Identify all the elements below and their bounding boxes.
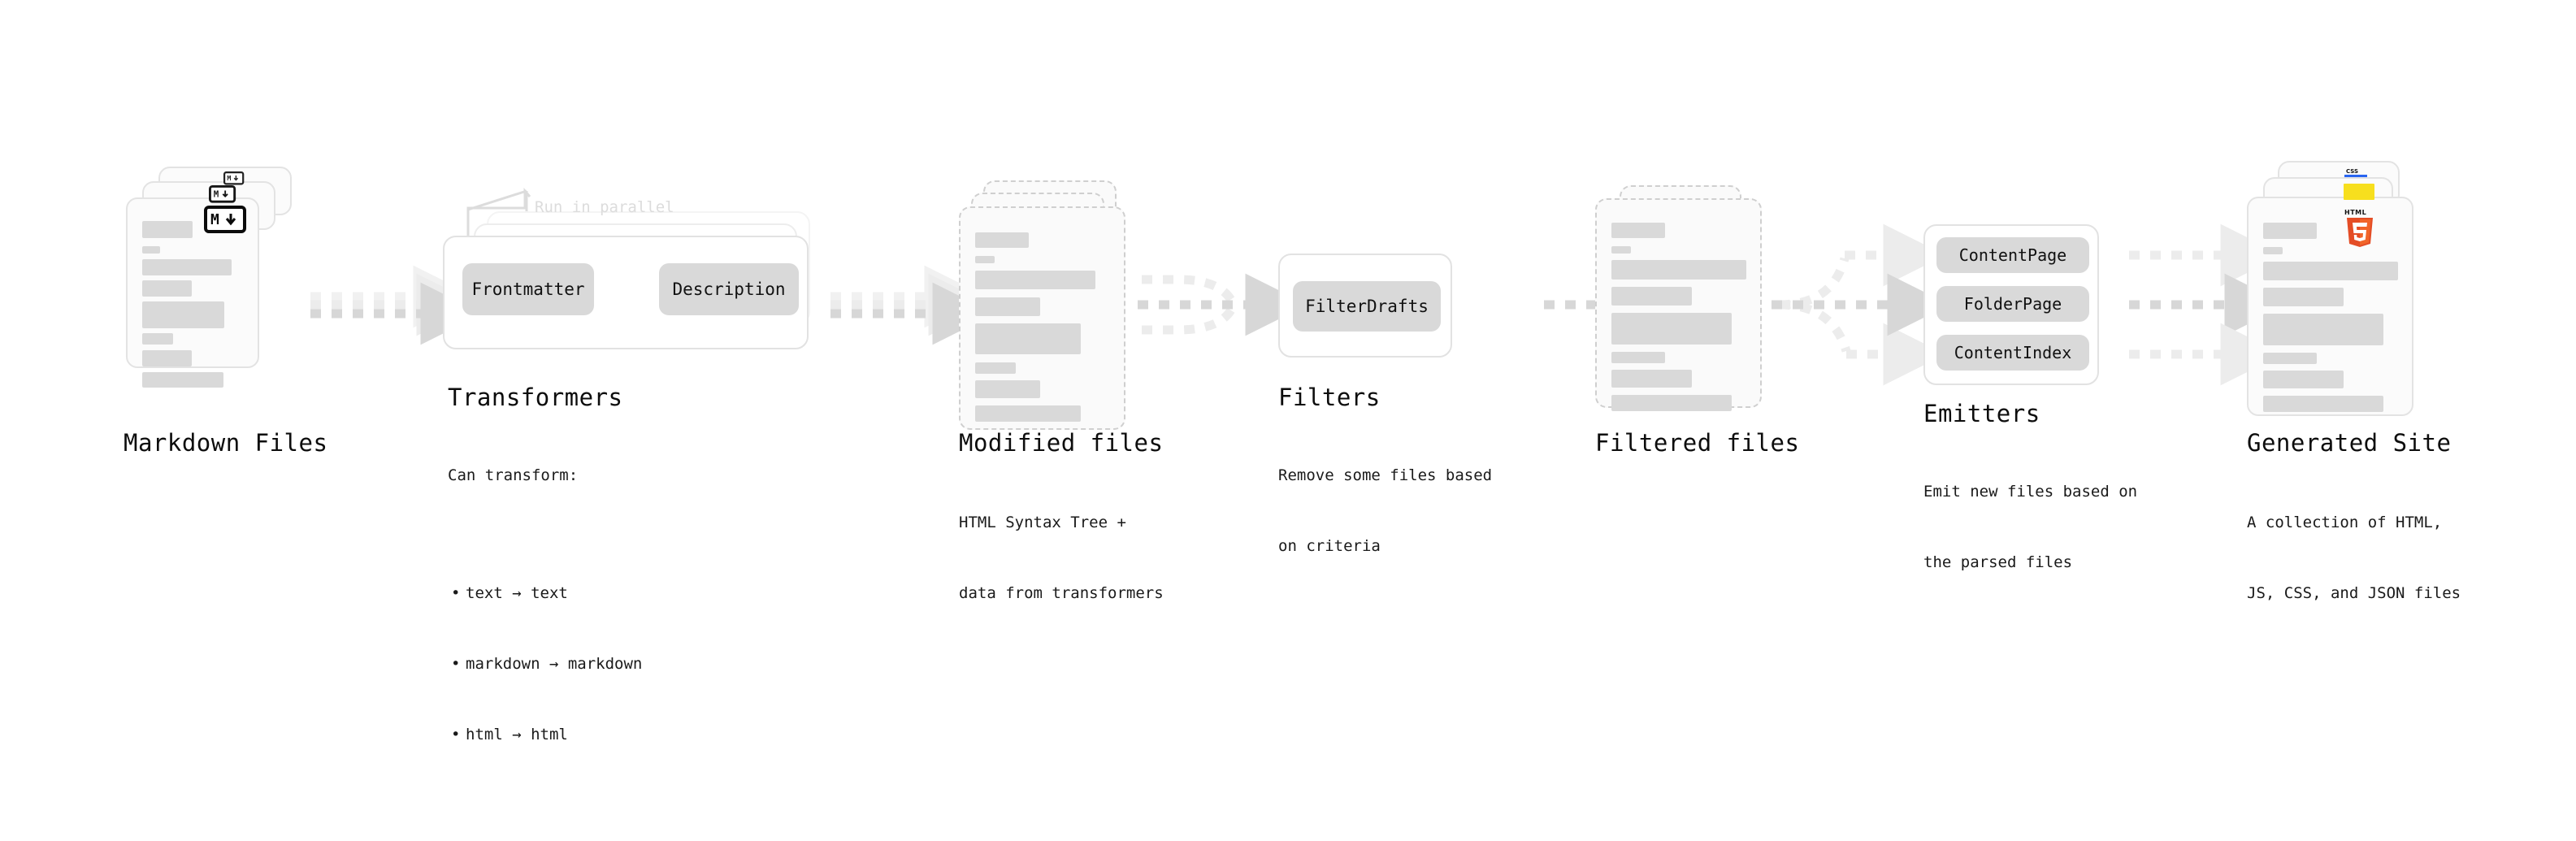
emitters-desc-line-1: the parsed files xyxy=(1923,553,2073,571)
markdown-badge-back-2: M xyxy=(223,171,245,185)
stage-title-markdown-files: Markdown Files xyxy=(124,429,328,457)
stage-title-filters: Filters xyxy=(1278,384,1381,411)
transformers-bullet-2: html → html xyxy=(451,723,642,747)
modified-card-front xyxy=(959,206,1125,430)
stage-title-generated-site: Generated Site xyxy=(2247,429,2452,457)
site-card-front xyxy=(2247,197,2413,416)
pill-description[interactable]: Description xyxy=(659,263,799,315)
js-badge xyxy=(2344,184,2374,200)
site-desc-line-1: JS, CSS, and JSON files xyxy=(2247,584,2461,602)
stage-title-modified-files: Modified files xyxy=(959,429,1164,457)
markdown-badge: M xyxy=(204,206,246,233)
generated-site-description: A collection of HTML, JS, CSS, and JSON … xyxy=(2247,464,2461,652)
run-in-parallel-label: Run in parallel xyxy=(535,198,674,216)
filters-desc-line-1: on criteria xyxy=(1278,537,1381,555)
pipeline-diagram: M M M Markdown Files Frontmatter Descrip… xyxy=(0,0,2576,681)
svg-text:M: M xyxy=(227,174,231,182)
arrow-filtered-to-emitters xyxy=(1772,223,1950,386)
modified-files-description: HTML Syntax Tree + data from transformer… xyxy=(959,464,1164,652)
emitters-box: ContentPage FolderPage ContentIndex xyxy=(1923,224,2099,385)
svg-text:HTML: HTML xyxy=(2344,209,2366,216)
transformers-bullet-1: markdown → markdown xyxy=(451,652,642,676)
filters-box: FilterDrafts xyxy=(1278,254,1452,358)
filters-desc-line-0: Remove some files based xyxy=(1278,466,1493,484)
pill-content-index[interactable]: ContentIndex xyxy=(1936,335,2089,371)
transformers-bullet-0: text → text xyxy=(451,582,642,605)
css-badge: CSS xyxy=(2344,167,2372,183)
svg-text:M: M xyxy=(214,189,219,199)
stage-title-emitters: Emitters xyxy=(1923,400,2040,427)
pill-content-page[interactable]: ContentPage xyxy=(1936,237,2089,273)
filtered-card-front xyxy=(1595,198,1762,411)
pill-frontmatter[interactable]: Frontmatter xyxy=(462,263,594,315)
transformers-box-front: Frontmatter Description xyxy=(443,236,809,349)
markdown-badge-back-1: M xyxy=(209,185,236,203)
arrow-emitters-to-site xyxy=(2129,223,2288,386)
site-desc-line-0: A collection of HTML, xyxy=(2247,514,2443,531)
pill-filter-drafts[interactable]: FilterDrafts xyxy=(1293,281,1441,332)
svg-text:M: M xyxy=(210,211,219,228)
emitters-description: Emit new files based on the parsed files xyxy=(1923,433,2137,622)
html5-badge: HTML xyxy=(2342,206,2378,249)
stage-title-transformers: Transformers xyxy=(448,384,623,411)
arrow-transformers-to-modified xyxy=(830,265,995,345)
transformers-desc-line: Can transform: xyxy=(448,466,579,484)
arrow-modified-to-filters xyxy=(1138,273,1308,336)
transformers-description: Can transform: text → text markdown → ma… xyxy=(448,417,642,841)
pill-folder-page[interactable]: FolderPage xyxy=(1936,286,2089,322)
svg-text:CSS: CSS xyxy=(2346,168,2358,175)
stage-title-filtered-files: Filtered files xyxy=(1595,429,1800,457)
emitters-desc-line-0: Emit new files based on xyxy=(1923,483,2138,501)
filters-description: Remove some files based on criteria xyxy=(1278,417,1492,605)
transformers-bullets: text → text markdown → markdown html → h… xyxy=(448,535,642,794)
modified-desc-line-0: HTML Syntax Tree + xyxy=(959,514,1126,531)
arrow-markdown-to-transformers xyxy=(310,265,484,345)
modified-desc-line-1: data from transformers xyxy=(959,584,1164,602)
